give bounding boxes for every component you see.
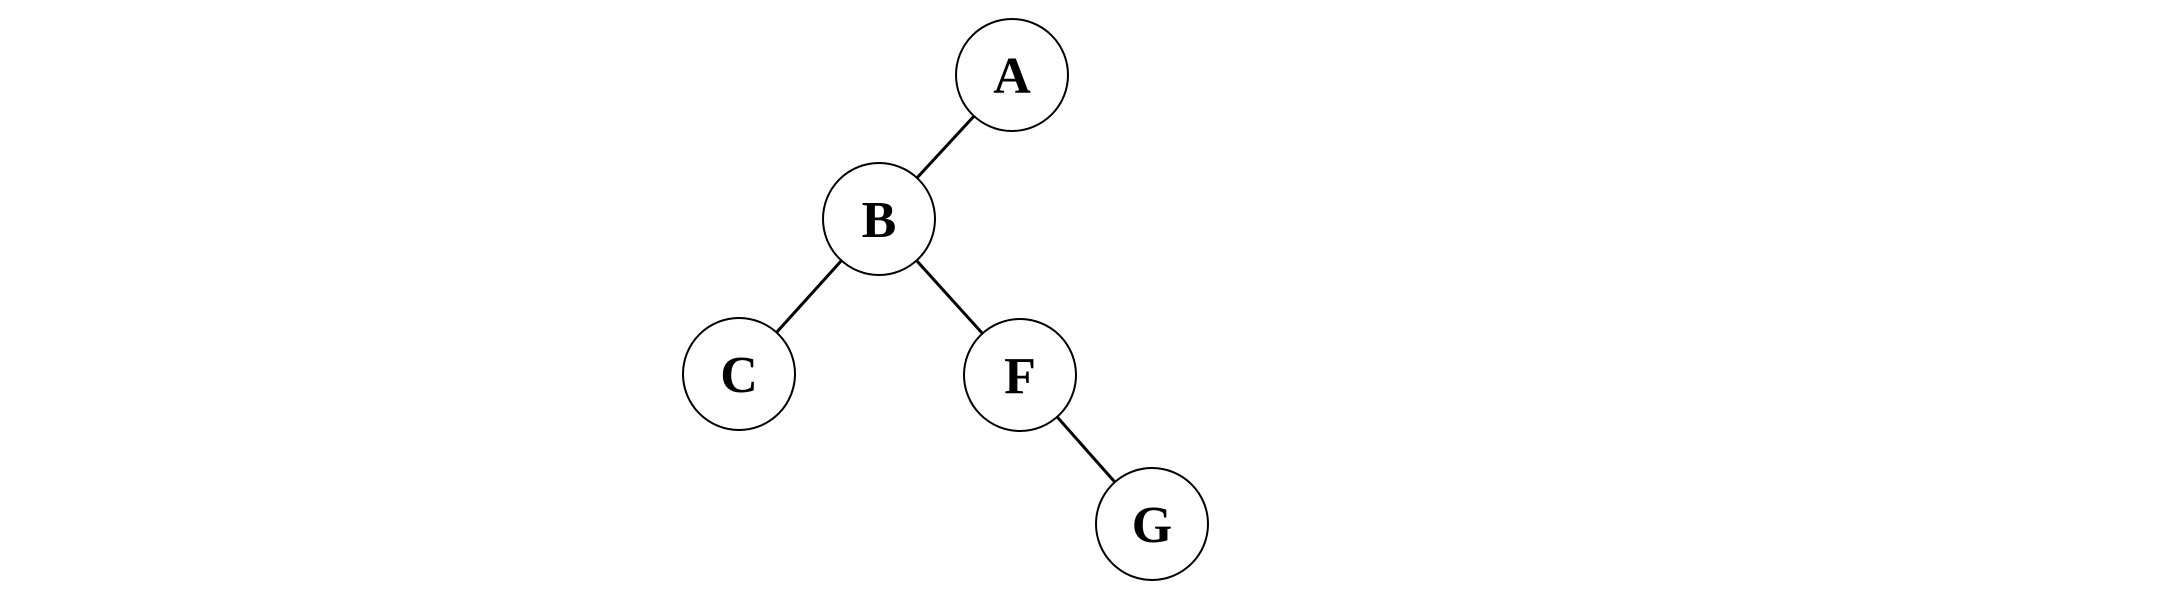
- node-label-G: G: [1132, 497, 1172, 554]
- node-circle-A: [955, 18, 1069, 132]
- node-circle-C: [682, 317, 796, 431]
- node-A: A: [955, 18, 1069, 132]
- node-C: C: [682, 317, 796, 431]
- node-G: G: [1095, 467, 1209, 581]
- node-B: B: [822, 162, 936, 276]
- node-label-B: B: [862, 192, 897, 249]
- node-circle-F: [963, 318, 1077, 432]
- node-circle-G: [1095, 467, 1209, 581]
- node-F: F: [963, 318, 1077, 432]
- node-label-C: C: [720, 347, 758, 404]
- node-label-A: A: [993, 48, 1031, 105]
- node-label-F: F: [1004, 348, 1036, 405]
- node-circle-B: [822, 162, 936, 276]
